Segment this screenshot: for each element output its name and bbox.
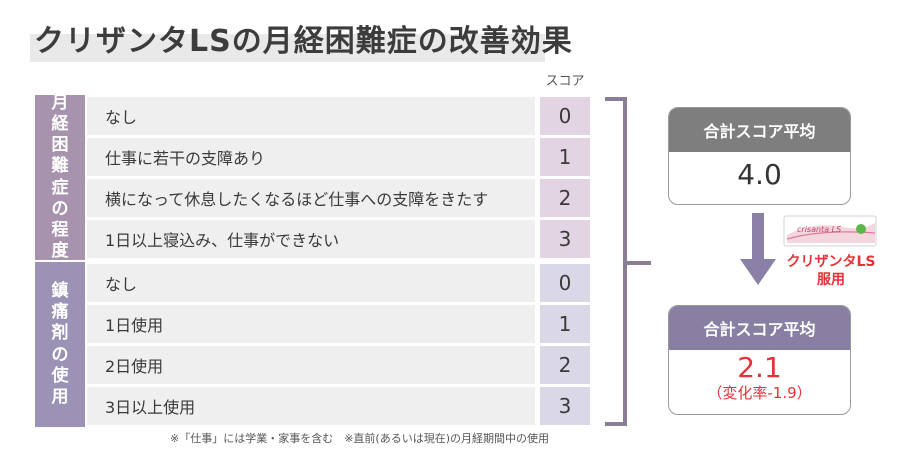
score-cell: 2	[540, 179, 590, 217]
table-row: 仕事に若干の支障あり	[87, 138, 535, 176]
bracket-stem	[627, 261, 651, 265]
score-cell: 0	[540, 264, 590, 302]
right-bracket	[605, 97, 627, 426]
category-char: 痛	[51, 302, 69, 322]
table-row: 2日使用	[87, 346, 535, 384]
category-label-analgesic-use: 鎮 痛 剤 の 使 用	[35, 262, 85, 427]
score-column-header: スコア	[545, 74, 585, 89]
category-char: の	[51, 344, 69, 365]
table-row: 1日使用	[87, 305, 535, 343]
category-char: 程	[51, 220, 69, 240]
category-label-dysmenorrhea-severity: 月 経 困 難 症 の 程 度	[35, 92, 85, 262]
product-name: クリザンタLS	[786, 254, 876, 270]
table-row: なし	[87, 264, 535, 302]
category-char: 使	[51, 365, 69, 386]
down-arrow-icon	[740, 213, 776, 285]
score-cell: 3	[540, 220, 590, 258]
category-char: 経	[51, 113, 69, 134]
table-row: なし	[87, 97, 535, 135]
footnote: ※「仕事」には学業・家事を含む ※直前(あるいは現在)の月経期間中の使用	[170, 432, 550, 445]
category-char: 月	[51, 92, 69, 113]
package-text: crisanta LS	[797, 225, 841, 234]
category-char: の	[51, 198, 69, 219]
score-cell: 1	[540, 138, 590, 176]
product-action: 服用	[817, 272, 845, 288]
score-cell: 3	[540, 387, 590, 425]
after-score-box: 合計スコア平均 2.1 （変化率-1.9）	[668, 305, 851, 415]
category-char: 用	[51, 387, 69, 407]
after-score-change: （変化率-1.9）	[707, 384, 812, 402]
table-row: 3日以上使用	[87, 387, 535, 425]
title-underline	[30, 34, 545, 62]
score-cell: 0	[540, 97, 590, 135]
table-row: 横になって休息したくなるほど仕事への支障をきたす	[87, 179, 535, 217]
title-block: クリザンタLSの月経困難症の改善効果	[30, 20, 573, 64]
category-char: 症	[51, 177, 69, 198]
before-score-box: 合計スコア平均 4.0	[668, 107, 851, 205]
score-cell: 2	[540, 346, 590, 384]
category-char: 難	[51, 156, 69, 177]
category-char: 鎮	[51, 280, 69, 301]
after-score-header: 合計スコア平均	[669, 306, 850, 350]
category-char: 困	[51, 135, 69, 155]
category-char: 剤	[51, 323, 69, 344]
table-row: 1日以上寝込み、仕事ができない	[87, 220, 535, 258]
category-char: 度	[51, 241, 69, 262]
before-score-value: 4.0	[737, 158, 782, 191]
page-title: クリザンタLSの月経困難症の改善効果	[34, 24, 573, 59]
after-score-value: 2.1	[737, 351, 782, 384]
before-score-header: 合計スコア平均	[669, 108, 850, 152]
product-label: クリザンタLS 服用	[776, 253, 886, 289]
product-package-icon: crisanta LS	[783, 215, 877, 247]
score-cell: 1	[540, 305, 590, 343]
